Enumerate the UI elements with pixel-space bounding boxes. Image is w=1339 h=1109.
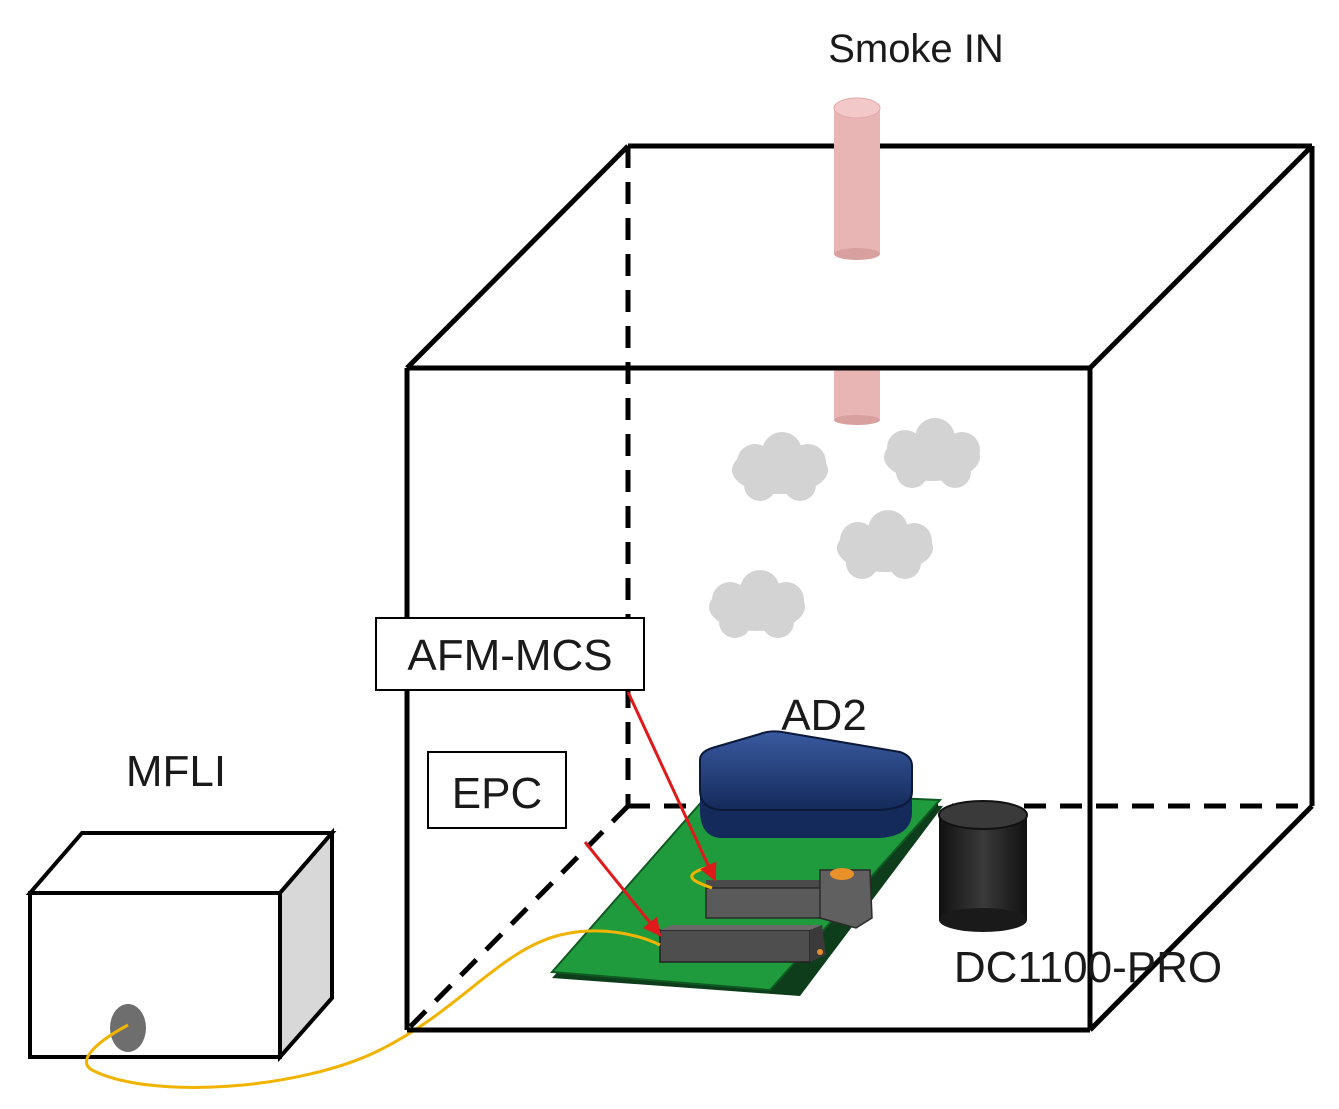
afm-mcs-label-box (375, 617, 645, 691)
smoke-clouds (709, 418, 980, 638)
smoke-cloud-4 (709, 570, 805, 638)
epc-label-box (427, 751, 567, 829)
chamber-solid-edges (404, 143, 1315, 1033)
pointer-arrows (583, 691, 717, 937)
smoke-cloud-1 (732, 432, 828, 501)
mfli-instrument (25, 827, 337, 1063)
smoke-pipe-top (833, 97, 881, 260)
smoke-in-label: Smoke IN (828, 27, 1004, 71)
ad2-device (699, 730, 913, 838)
ad2-label: AD2 (781, 691, 867, 740)
afm-mcs-arrow (626, 691, 717, 882)
smoke-pipe-inner (834, 370, 880, 425)
afm-mcs-wire (690, 866, 713, 890)
epc-sensor (659, 925, 826, 963)
epc-arrow (583, 841, 662, 937)
epc-label: EPC (452, 769, 542, 818)
smoke-cloud-3 (837, 510, 933, 579)
sensor-indicator-dot (830, 868, 854, 880)
mfli-label: MFLI (126, 747, 226, 796)
mfli-connector (110, 1004, 146, 1052)
afm-mcs-sensor (705, 868, 873, 929)
afm-mcs-label: AFM-MCS (407, 631, 612, 680)
dc1100-pro-device (938, 800, 1028, 932)
smoke-cloud-2 (884, 418, 980, 488)
dc1100-pro-label: DC1100-PRO (954, 943, 1222, 992)
